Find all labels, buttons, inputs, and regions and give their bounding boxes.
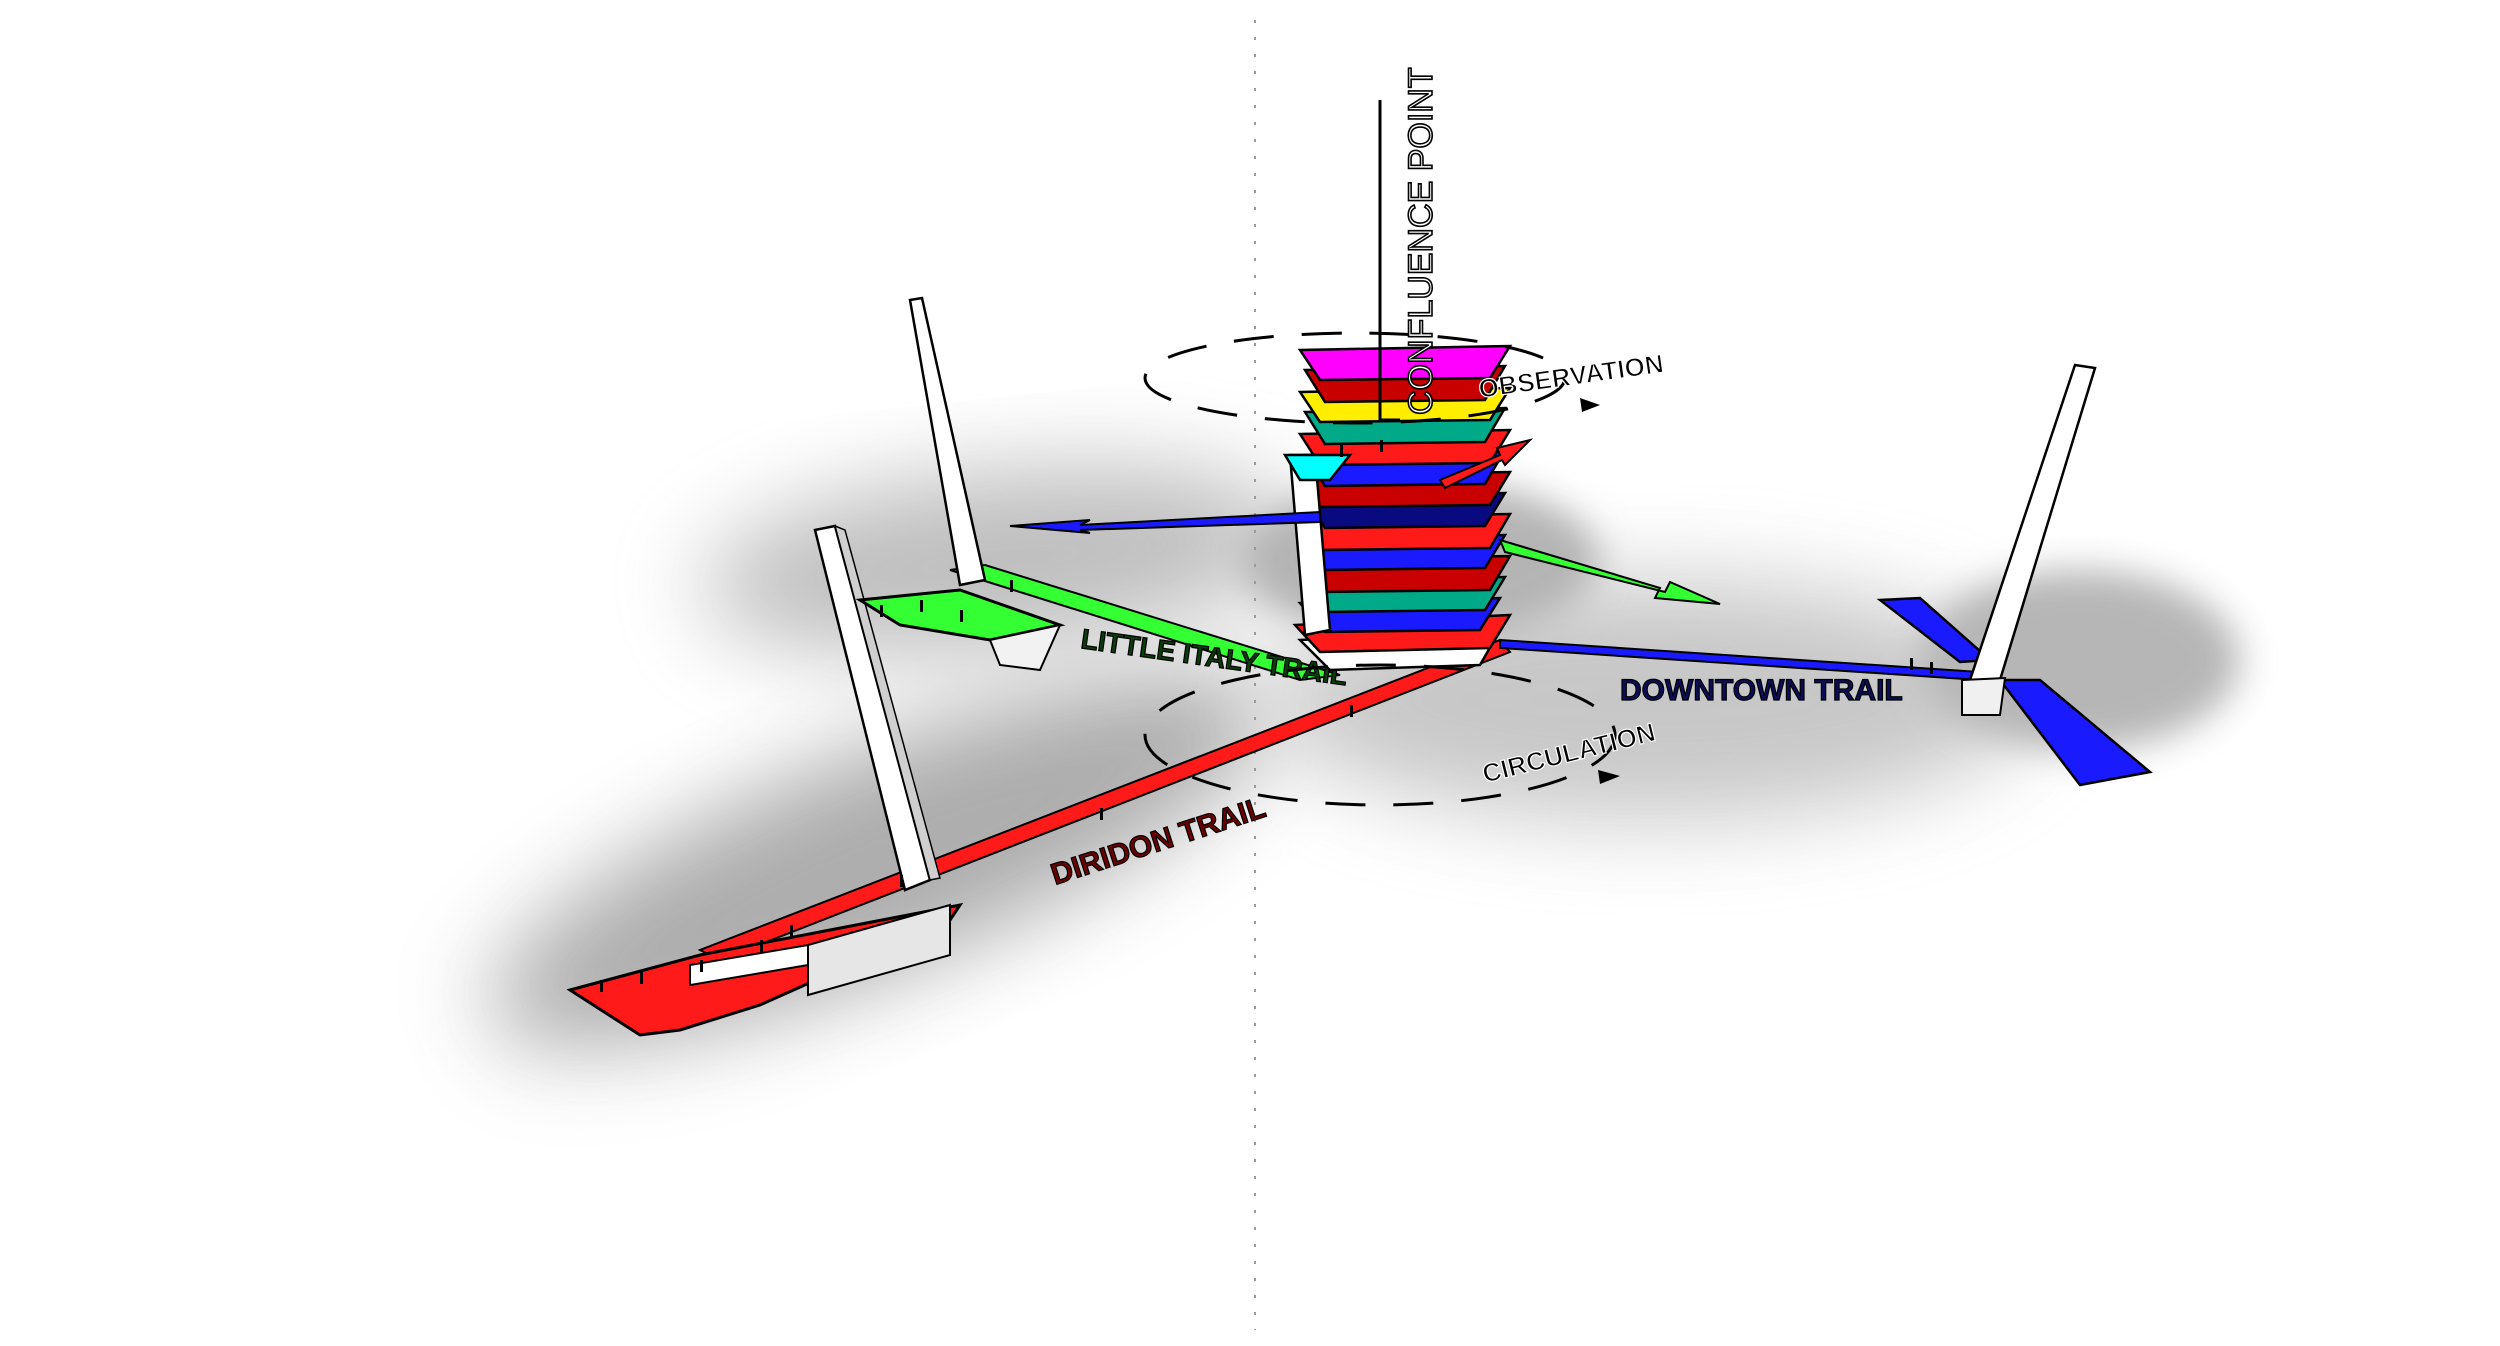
diridon-wall: [807, 903, 951, 997]
confluence-point-label: CONFLUENCE POINT: [1402, 67, 1440, 415]
green-arrow: [1498, 538, 1721, 605]
little-italy-tower: [908, 296, 987, 587]
tower-slab-top: [1282, 453, 1353, 482]
confluence-tower: [1282, 344, 1513, 672]
circulation-arrow-icon: [1598, 770, 1620, 784]
little-italy-wall: [988, 623, 1062, 672]
diridon-step: [689, 943, 809, 987]
downtown-trail-label: DOWNTOWN TRAIL: [1620, 674, 1903, 707]
observation-arrow-icon: [1580, 398, 1600, 412]
red-arrow: [1438, 438, 1534, 490]
blue-arrow: [1009, 510, 1321, 534]
people-figures: [600, 440, 1933, 992]
confluence-point-callout: CONFLUENCE POINT: [1378, 67, 1441, 422]
diridon-tower-side: [833, 524, 941, 881]
observation-label: OBSERVATION: [1477, 348, 1666, 404]
downtown-tower-base: [1961, 676, 2007, 716]
tower-arrows: [1009, 438, 1721, 605]
tower-slab: [1297, 344, 1513, 382]
downtown-trail: DOWNTOWN TRAIL: [1499, 363, 2153, 787]
downtown-wing-right: [1997, 678, 2153, 787]
